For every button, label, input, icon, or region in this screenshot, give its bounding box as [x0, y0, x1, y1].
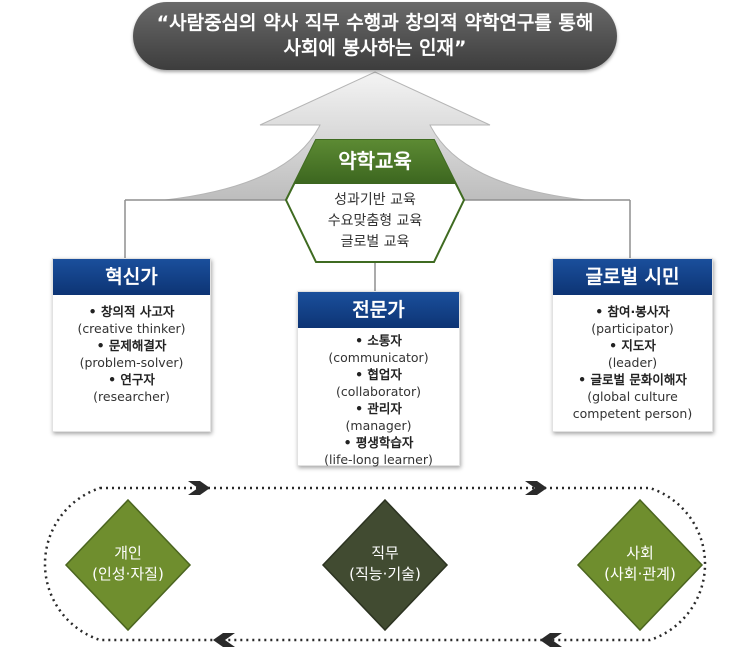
- expert-item-2-key: • 협업자: [355, 367, 402, 382]
- society-line1: 사회: [626, 544, 654, 562]
- upward-arrow: [164, 71, 586, 201]
- card-global-citizen: 글로벌 시민 • 참여·봉사자 (participator) • 지도자 (le…: [552, 258, 713, 432]
- vision-line-2: 사회에 봉사하는 인재”: [283, 37, 467, 59]
- card-expert: 전문가 • 소통자 (communicator) • 협업자 (collabor…: [297, 291, 460, 468]
- expert-item-3-key: • 관리자: [355, 401, 402, 416]
- citizen-item-3-sub: (global culture: [587, 389, 678, 404]
- diamond-job-label: 직무 (직능·기술): [325, 543, 445, 585]
- citizen-item-2-sub: (leader): [607, 355, 658, 370]
- cycle-arrow-right-1: [188, 481, 210, 495]
- innovator-item-1-sub: (creative thinker): [77, 321, 186, 336]
- individual-line2: (인성·자질): [92, 565, 164, 583]
- card-citizen-body: • 참여·봉사자 (participator) • 지도자 (leader) •…: [553, 295, 712, 422]
- card-innovator-title: 혁신가: [53, 259, 210, 295]
- citizen-item-1-sub: (participator): [591, 321, 674, 336]
- center-item-3: 글로벌 교육: [340, 234, 410, 250]
- citizen-item-4-sub: competent person): [572, 406, 693, 421]
- individual-line1: 개인: [114, 544, 142, 562]
- expert-item-4-key: • 평생학습자: [343, 435, 414, 450]
- citizen-item-1-key: • 참여·봉사자: [595, 304, 670, 319]
- expert-item-3-sub: (manager): [345, 418, 412, 433]
- diamond-society-shape: [576, 498, 704, 632]
- vision-line-1: “사람중심의 약사 직무 수행과 창의적 약학연구를 통해: [156, 12, 594, 34]
- cycle-loop: [43, 486, 707, 642]
- center-items: 성과기반 교육 수요맞춤형 교육 글로벌 교육: [300, 190, 450, 253]
- diamond-individual-label: 개인 (인성·자질): [68, 543, 188, 585]
- card-innovator: 혁신가 • 창의적 사고자 (creative thinker) • 문제해결자…: [52, 258, 211, 432]
- innovator-item-3-sub: (researcher): [93, 389, 170, 404]
- job-line1: 직무: [371, 544, 399, 562]
- citizen-item-2-key: • 지도자: [609, 338, 656, 353]
- center-title-wrap: 약학교육: [296, 143, 454, 179]
- expert-item-4-sub: (life-long learner): [324, 452, 433, 467]
- innovator-item-2-key: • 문제해결자: [96, 338, 167, 353]
- citizen-item-3-key: • 글로벌 문화이해자: [578, 372, 687, 387]
- card-expert-title: 전문가: [298, 292, 459, 328]
- innovator-item-3-key: • 연구자: [108, 372, 155, 387]
- card-innovator-body: • 창의적 사고자 (creative thinker) • 문제해결자 (pr…: [53, 295, 210, 405]
- diamond-society-label: 사회 (사회·관계): [580, 543, 700, 585]
- expert-item-2-sub: (collaborator): [336, 384, 421, 399]
- center-item-1: 성과기반 교육: [334, 192, 416, 208]
- center-title: 약학교육: [338, 149, 412, 173]
- expert-item-1-key: • 소통자: [355, 333, 402, 348]
- center-hexagon-top: [294, 140, 456, 184]
- diamond-individual-shape: [64, 498, 192, 632]
- card-expert-body: • 소통자 (communicator) • 협업자 (collaborator…: [298, 328, 459, 468]
- vision-banner: “사람중심의 약사 직무 수행과 창의적 약학연구를 통해 사회에 봉사하는 인…: [133, 2, 617, 70]
- expert-item-1-sub: (communicator): [328, 350, 429, 365]
- cycle-arrow-right-2: [525, 481, 547, 495]
- cycle-arrow-left-1: [540, 633, 562, 647]
- diamond-job-shape: [321, 498, 449, 632]
- cycle-arrow-left-2: [213, 633, 235, 647]
- card-citizen-title: 글로벌 시민: [553, 259, 712, 295]
- center-item-2: 수요맞춤형 교육: [327, 213, 423, 229]
- society-line2: (사회·관계): [604, 565, 676, 583]
- job-line2: (직능·기술): [349, 565, 421, 583]
- innovator-item-1-key: • 창의적 사고자: [88, 304, 175, 319]
- innovator-item-2-sub: (problem-solver): [79, 355, 184, 370]
